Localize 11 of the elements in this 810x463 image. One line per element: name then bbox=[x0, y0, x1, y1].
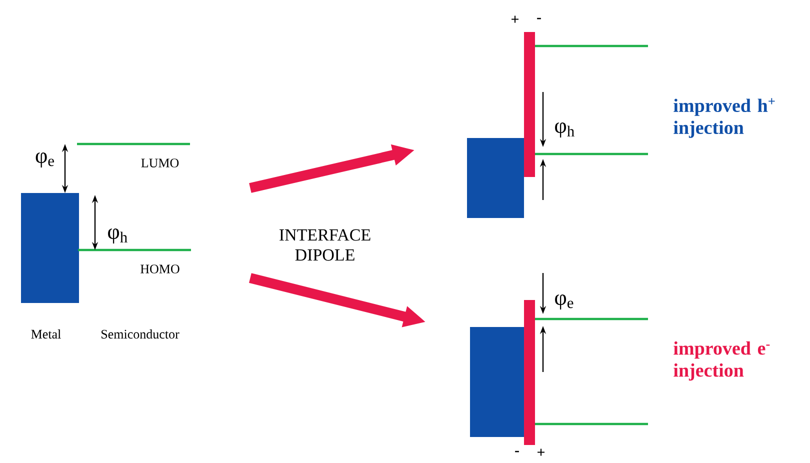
region-label: Metal bbox=[31, 329, 61, 339]
result-label: improved h$^{+}$ injection bbox=[674, 98, 775, 138]
level-label: LUMO bbox=[141, 158, 179, 168]
energy-label: φ$_{h}$ bbox=[108, 228, 128, 244]
process-label: INTERFACE DIPOLE bbox=[280, 229, 370, 261]
energy-label: φ$_{e}$ bbox=[555, 294, 574, 310]
result-label: improved e$^{-}$ injection bbox=[674, 341, 770, 381]
energy-label: φ$_{e}$ bbox=[36, 152, 54, 168]
level-label: HOMO bbox=[140, 264, 180, 274]
energy-label: φ$_{h}$ bbox=[555, 122, 574, 138]
region-label: Semiconductor bbox=[102, 329, 180, 339]
